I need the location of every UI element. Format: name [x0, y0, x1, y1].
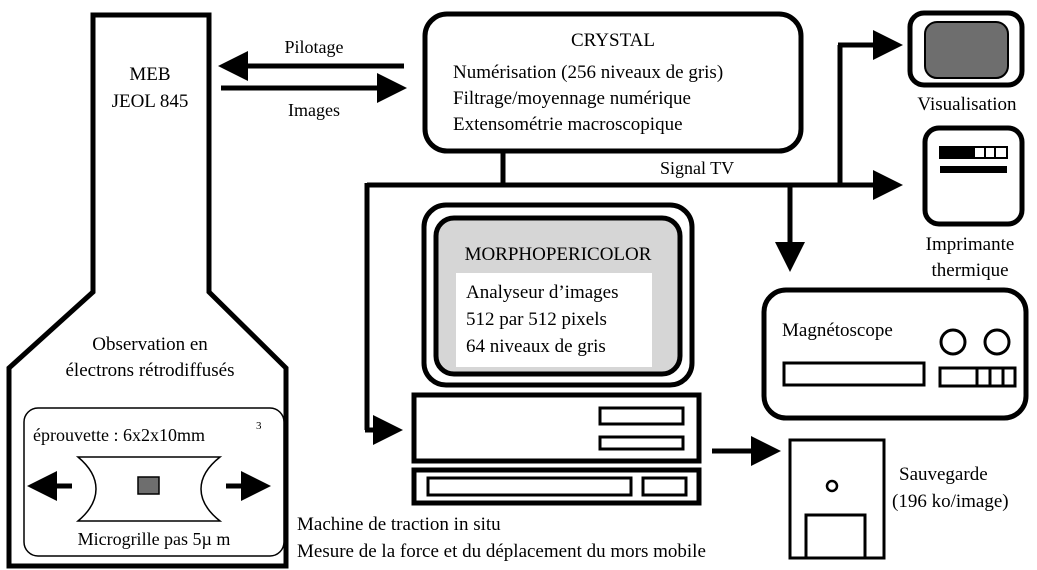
floppy-hub-icon — [825, 479, 839, 493]
morpho-line-1: Analyseur d’images — [466, 282, 618, 303]
morpho-title: MORPHOPERICOLOR — [465, 244, 652, 265]
meb-model-label: JEOL 845 — [112, 91, 189, 112]
printer-slot-icon — [940, 166, 1007, 173]
printer-label-2: thermique — [931, 260, 1008, 281]
meb-label: MEB — [129, 64, 170, 85]
crystal-line-2: Filtrage/moyennage numérique — [453, 88, 691, 109]
microgrid-label: Microgrille pas 5µ m — [78, 529, 231, 549]
crystal-title: CRYSTAL — [571, 30, 655, 51]
backup-label-2: (196 ko/image) — [892, 491, 1009, 512]
visualisation-label: Visualisation — [917, 94, 1017, 115]
crystal-box: CRYSTAL Numérisation (256 niveaux de gri… — [422, 11, 804, 154]
microgrid-square — [137, 476, 160, 495]
drive-slot-2 — [598, 435, 685, 451]
specimen-label: éprouvette : 6x2x10mm — [33, 425, 205, 445]
vcr-knob-left-icon — [939, 328, 967, 356]
crystal-line-1: Numérisation (256 niveaux de gris) — [453, 62, 723, 83]
monitor-icon — [924, 21, 1009, 79]
pilotage-label: Pilotage — [285, 37, 344, 57]
images-label: Images — [288, 100, 340, 120]
specimen-panel: éprouvette : 6x2x10mm 3 Microgrille pas … — [23, 407, 285, 557]
morpho-line-3: 64 niveaux de gris — [466, 336, 606, 357]
pc-unit — [411, 392, 702, 464]
floppy-disk: Sauvegarde (196 ko/image) — [788, 438, 1009, 560]
morpho-line-2: 512 par 512 pixels — [466, 309, 607, 330]
crystal-line-3: Extensométrie macroscopique — [453, 114, 683, 135]
traction-line-1: Machine de traction in situ — [297, 514, 501, 535]
thermal-printer: Imprimante thermique — [922, 125, 1025, 281]
signal-tv-label: Signal TV — [660, 158, 734, 178]
traction-line-2: Mesure de la force et du déplacement du … — [297, 541, 706, 562]
backup-label-1: Sauvegarde — [899, 464, 988, 485]
vcr-label: Magnétoscope — [782, 320, 893, 341]
visualisation-monitor: Visualisation — [907, 10, 1025, 115]
morphopericolor-computer: MORPHOPERICOLOR Analyseur d’images 512 p… — [411, 202, 702, 506]
observation-mode-label: électrons rétrodiffusés — [65, 360, 234, 381]
signal-tv-lines — [364, 30, 903, 445]
printer-label-1: Imprimante — [926, 234, 1015, 255]
vcr-tape-slot — [782, 361, 926, 387]
meb-microscope: MEB JEOL 845 Observation en électrons ré… — [6, 12, 289, 569]
vcr-knob-right-icon — [983, 328, 1011, 356]
floppy-shutter — [804, 513, 867, 560]
specimen-exponent: 3 — [256, 420, 262, 432]
vcr-device: Magnétoscope — [761, 287, 1029, 421]
observation-label: Observation en — [92, 334, 208, 355]
drive-slot-1 — [598, 406, 685, 426]
